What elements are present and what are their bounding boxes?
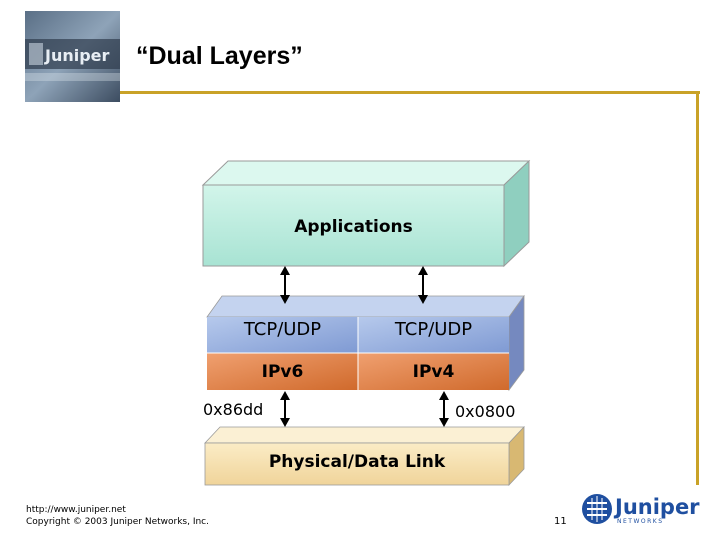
logo-photo-text: Juniper bbox=[44, 46, 110, 65]
arrow-ipv4-link bbox=[439, 391, 449, 427]
brand-sub: NETWORKS bbox=[617, 518, 664, 525]
page-number: 11 bbox=[554, 516, 567, 527]
ethertype-ipv4-label: 0x0800 bbox=[455, 402, 516, 421]
ethertype-ipv6-label: 0x86dd bbox=[203, 400, 264, 419]
juniper-photo-logo: Juniper bbox=[25, 11, 120, 102]
arrow-app-tcp-left bbox=[280, 266, 290, 304]
applications-box bbox=[201, 159, 531, 268]
arrow-ipv6-link bbox=[280, 391, 290, 427]
title-rule-horizontal bbox=[120, 91, 700, 94]
juniper-networks-logo: Juniper NETWORKS bbox=[582, 494, 700, 525]
arrow-app-tcp-right bbox=[418, 266, 428, 304]
tcp-udp-left-label: TCP/UDP bbox=[243, 319, 322, 340]
physical-link-label: Physical/Data Link bbox=[268, 452, 446, 472]
protocol-stack bbox=[206, 294, 525, 392]
applications-label: Applications bbox=[294, 217, 413, 237]
title-rule-vertical bbox=[696, 91, 699, 485]
ipv4-box bbox=[358, 353, 509, 390]
footer-url: http://www.juniper.net bbox=[26, 505, 126, 515]
juniper-emblem-icon bbox=[582, 494, 612, 524]
footer-copyright: Copyright © 2003 Juniper Networks, Inc. bbox=[26, 517, 209, 527]
tcp-udp-right-label: TCP/UDP bbox=[394, 319, 473, 340]
tcp-udp-right-box bbox=[358, 317, 509, 353]
tcp-udp-left-box bbox=[207, 317, 358, 353]
brand-name: Juniper bbox=[613, 495, 700, 519]
ipv6-label: IPv6 bbox=[261, 362, 304, 382]
physical-link-box bbox=[204, 425, 525, 487]
ipv4-label: IPv4 bbox=[412, 362, 455, 382]
ipv6-box bbox=[207, 353, 358, 390]
slide-title: “Dual Layers” bbox=[136, 42, 303, 70]
